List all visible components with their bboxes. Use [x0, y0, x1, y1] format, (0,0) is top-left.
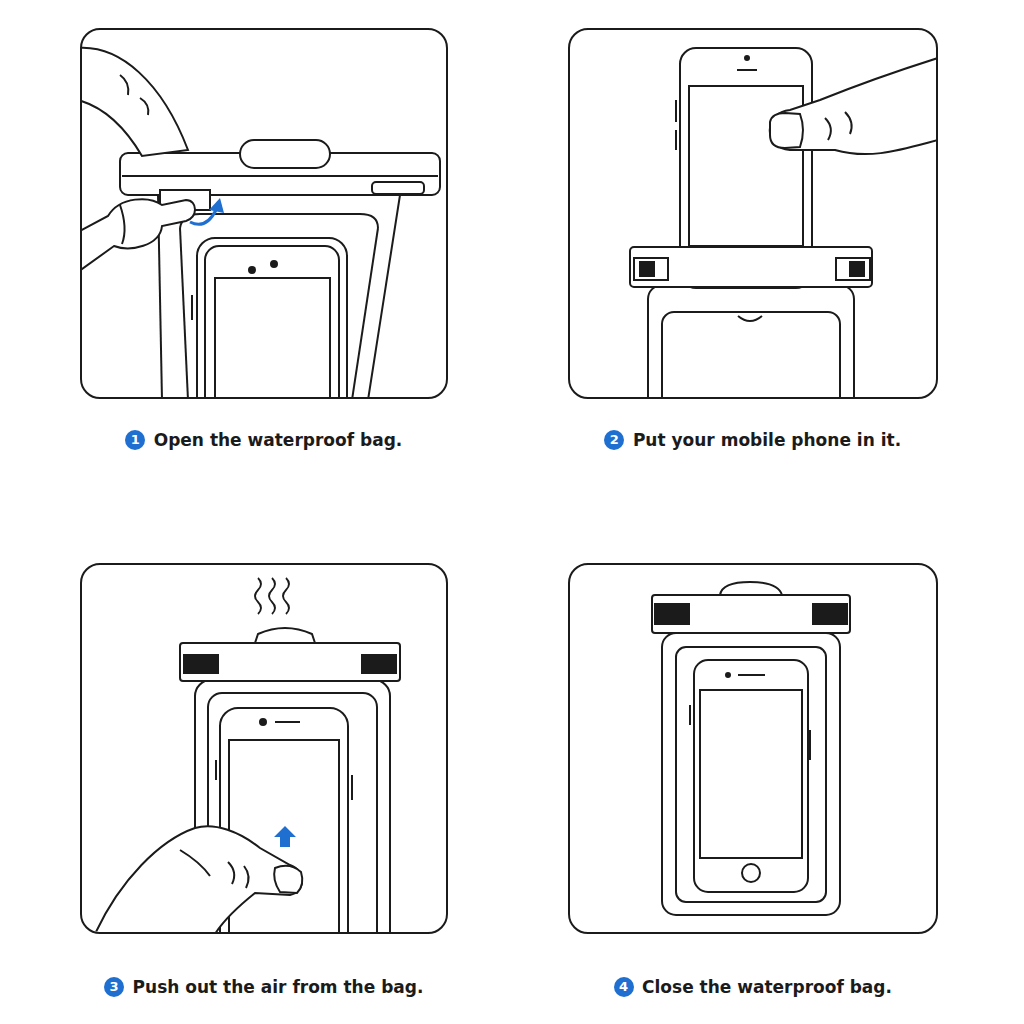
open-bag-figure — [81, 48, 440, 397]
step-number-badge: 1 — [125, 430, 145, 450]
step-panel: Push out the air from the bag. — [80, 563, 448, 934]
caption-wrap: Put your mobile phone in it. — [633, 429, 901, 451]
push-arrow — [274, 826, 296, 847]
step-caption: Open the waterproof bag. — [154, 430, 403, 450]
step-caption: Put your mobile phone in it. — [633, 430, 901, 450]
open-arrow — [190, 210, 216, 224]
step-panel: Open the waterproof bag. — [80, 28, 448, 399]
push-air-figure — [95, 628, 400, 932]
step-number-badge: 2 — [604, 430, 624, 450]
step-panel: Close the waterproof bag. — [568, 563, 938, 934]
insert-phone-figure — [630, 48, 936, 397]
caption-wrap: Open the waterproof bag. — [154, 429, 403, 451]
open-arrow-head — [209, 198, 224, 213]
step-number: 2 — [610, 433, 619, 446]
step-caption: Close the waterproof bag. — [642, 977, 892, 997]
step-number-badge: 4 — [614, 977, 634, 997]
step-panel: Put your mobile phone in it. — [568, 28, 938, 399]
air-waves — [255, 578, 289, 614]
step-number: 1 — [131, 433, 140, 446]
step-caption: Push out the air from the bag. — [133, 977, 424, 997]
step-number: 3 — [110, 980, 119, 993]
closed-bag-figure — [652, 582, 850, 915]
step-number: 4 — [619, 980, 628, 993]
step-number-badge: 3 — [104, 977, 124, 997]
caption-wrap: Push out the air from the bag. — [133, 976, 424, 998]
caption-wrap: Close the waterproof bag. — [642, 976, 892, 998]
